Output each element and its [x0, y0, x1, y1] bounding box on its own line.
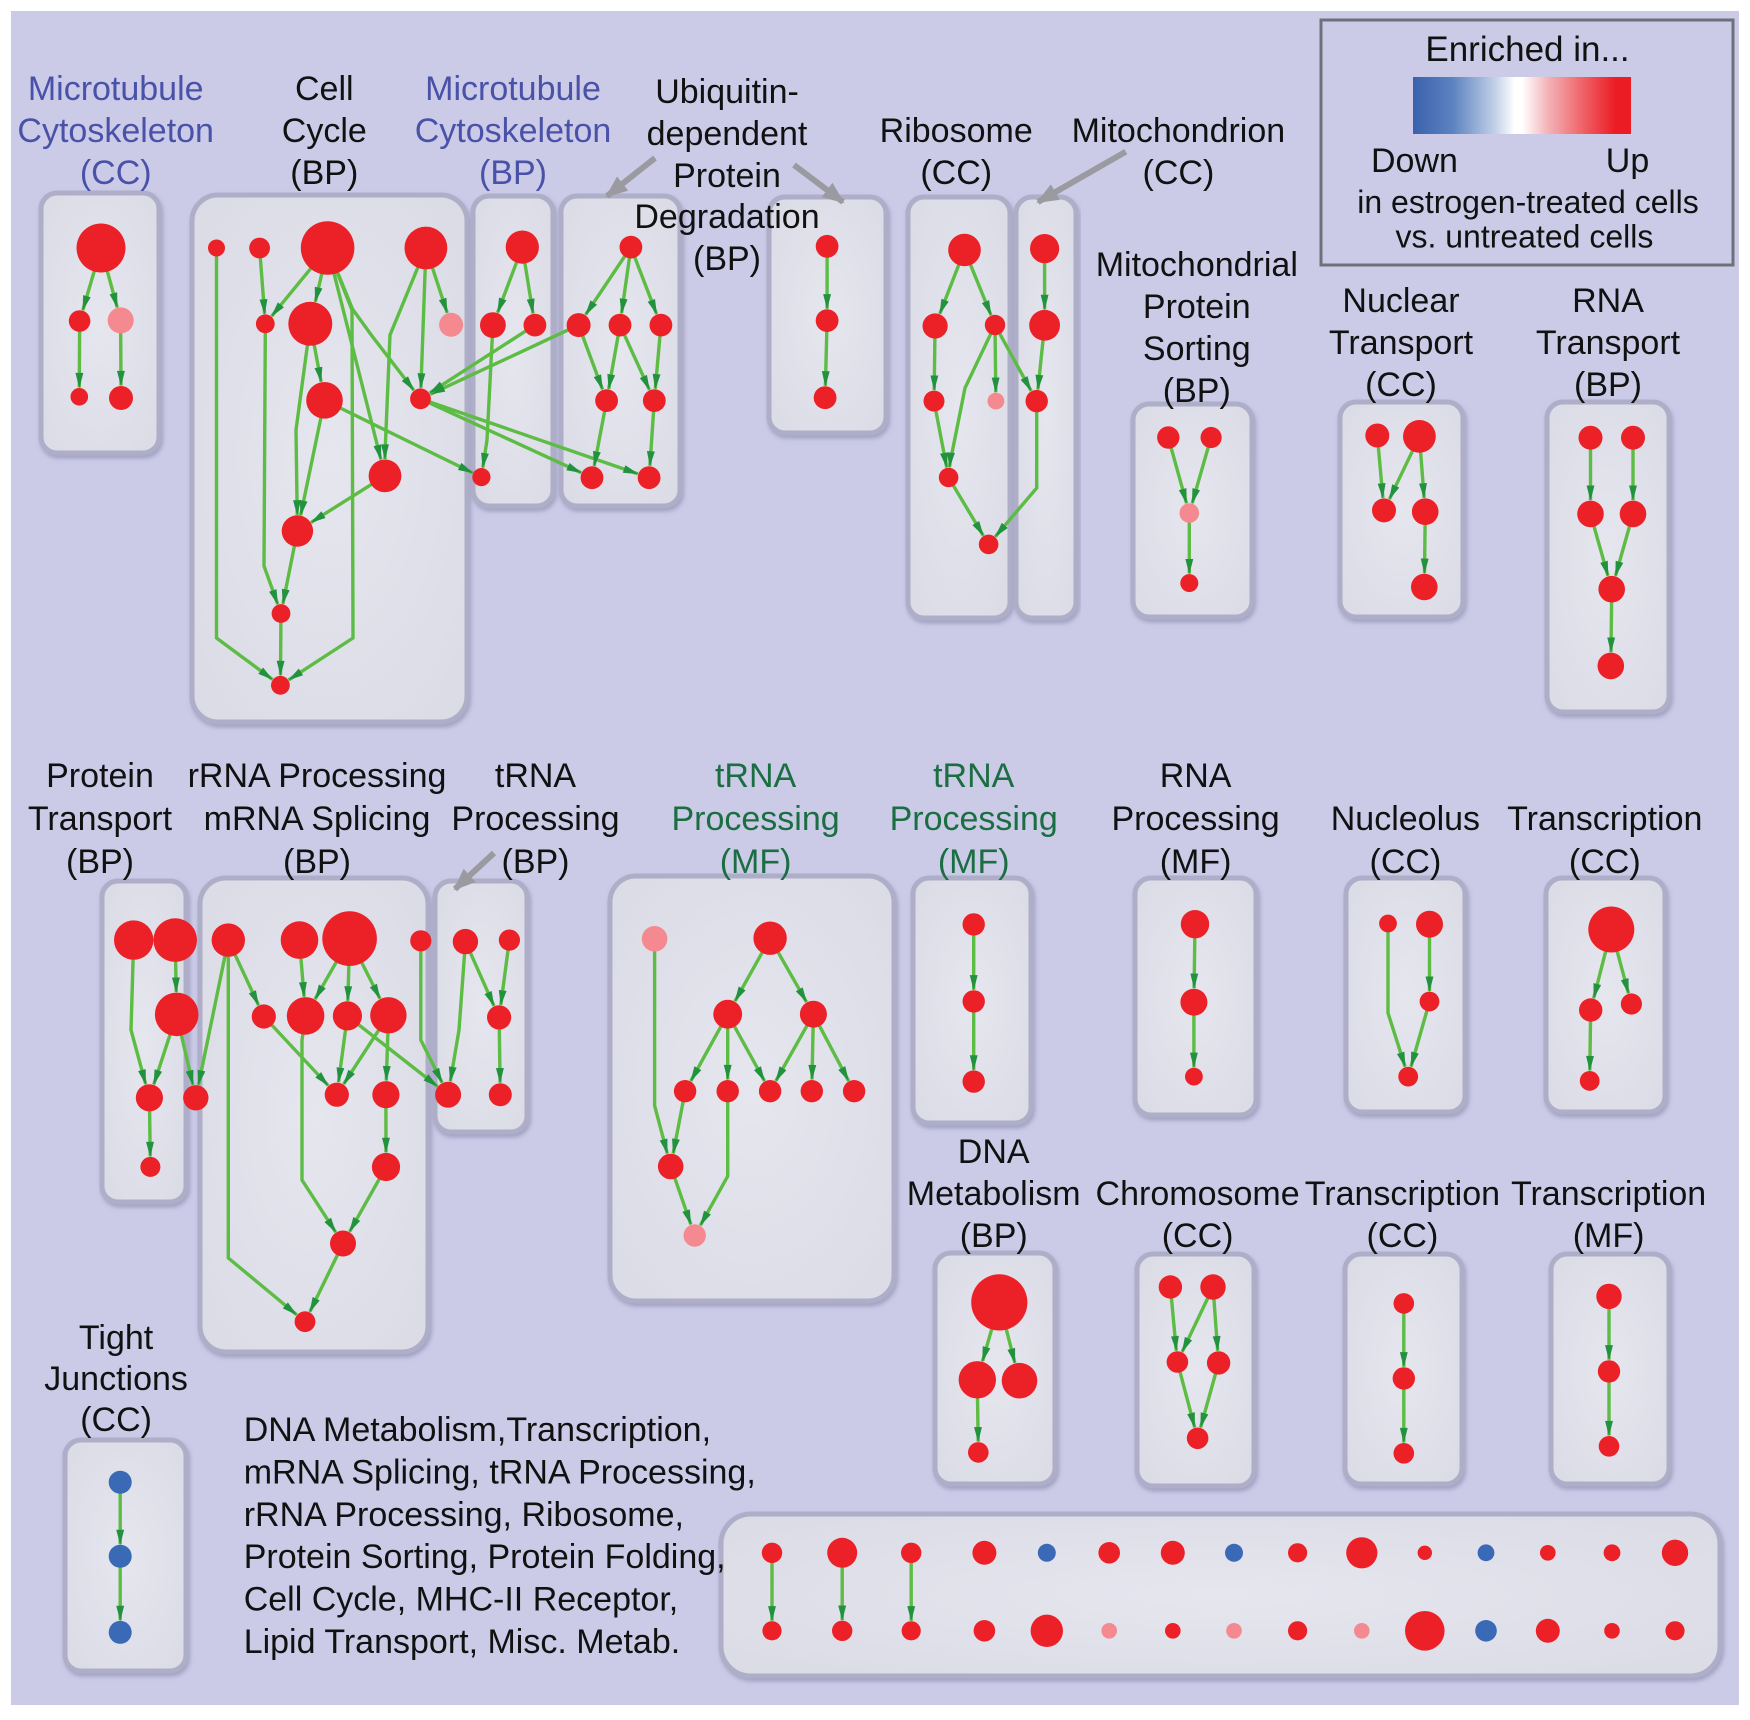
svg-text:RNA: RNA: [1572, 282, 1644, 320]
svg-text:tRNA: tRNA: [495, 757, 577, 795]
svg-text:in estrogen-treated cells: in estrogen-treated cells: [1357, 184, 1699, 220]
svg-text:Enriched in...: Enriched in...: [1425, 30, 1629, 69]
svg-text:tRNA: tRNA: [715, 757, 797, 795]
svg-text:Protein: Protein: [46, 757, 154, 795]
svg-text:Nucleolus: Nucleolus: [1331, 800, 1480, 838]
svg-text:Transport: Transport: [1329, 324, 1474, 362]
svg-text:(CC): (CC): [1162, 1217, 1234, 1255]
svg-text:Nuclear: Nuclear: [1342, 282, 1459, 320]
svg-text:(MF): (MF): [720, 843, 792, 881]
svg-text:Transport: Transport: [28, 800, 173, 838]
svg-text:(MF): (MF): [938, 843, 1010, 881]
svg-text:Processing: Processing: [451, 800, 619, 838]
svg-text:Cell Cycle, MHC-II Receptor,: Cell Cycle, MHC-II Receptor,: [244, 1581, 679, 1619]
svg-text:Ubiquitin-: Ubiquitin-: [655, 73, 799, 111]
svg-text:(CC): (CC): [80, 154, 152, 192]
svg-text:Degradation: Degradation: [634, 198, 819, 236]
svg-text:Transcription: Transcription: [1511, 1175, 1706, 1213]
svg-text:tRNA: tRNA: [933, 757, 1015, 795]
svg-text:Junctions: Junctions: [44, 1360, 188, 1398]
svg-text:(BP): (BP): [1163, 372, 1231, 410]
svg-text:Mitochondrial: Mitochondrial: [1096, 246, 1298, 284]
svg-text:Transport: Transport: [1536, 324, 1681, 362]
svg-text:Mitochondrion: Mitochondrion: [1072, 112, 1286, 150]
svg-text:(CC): (CC): [1143, 154, 1215, 192]
svg-text:Protein: Protein: [673, 157, 781, 195]
svg-text:mRNA Splicing: mRNA Splicing: [204, 800, 431, 838]
svg-text:Microtubule: Microtubule: [425, 70, 601, 108]
svg-text:DNA: DNA: [958, 1133, 1030, 1171]
svg-text:(CC): (CC): [1367, 1217, 1439, 1255]
svg-text:(CC): (CC): [920, 154, 992, 192]
svg-text:Ribosome: Ribosome: [880, 112, 1033, 150]
svg-text:Processing: Processing: [890, 800, 1058, 838]
svg-text:(MF): (MF): [1160, 843, 1232, 881]
svg-text:Cytoskeleton: Cytoskeleton: [415, 112, 612, 150]
svg-text:(CC): (CC): [1569, 843, 1641, 881]
svg-text:dependent: dependent: [647, 115, 808, 153]
svg-text:Processing: Processing: [671, 800, 839, 838]
svg-text:Cycle: Cycle: [282, 112, 367, 150]
svg-text:Down: Down: [1371, 142, 1458, 180]
svg-text:(BP): (BP): [693, 240, 761, 278]
svg-text:mRNA Splicing, tRNA Processing: mRNA Splicing, tRNA Processing,: [244, 1453, 756, 1491]
svg-text:RNA: RNA: [1160, 757, 1232, 795]
svg-text:(BP): (BP): [283, 843, 351, 881]
svg-text:(MF): (MF): [1573, 1217, 1645, 1255]
svg-text:(CC): (CC): [1370, 843, 1442, 881]
svg-text:(BP): (BP): [290, 154, 358, 192]
svg-text:Transcription: Transcription: [1305, 1175, 1500, 1213]
svg-text:(BP): (BP): [960, 1217, 1028, 1255]
svg-text:(BP): (BP): [502, 843, 570, 881]
svg-text:Processing: Processing: [1111, 800, 1279, 838]
svg-text:DNA Metabolism,Transcription,: DNA Metabolism,Transcription,: [244, 1411, 711, 1449]
svg-text:rRNA Processing, Ribosome,: rRNA Processing, Ribosome,: [244, 1496, 684, 1534]
svg-text:(BP): (BP): [1574, 366, 1642, 404]
svg-text:Tight: Tight: [79, 1319, 154, 1357]
svg-text:(CC): (CC): [80, 1401, 152, 1439]
svg-text:rRNA Processing: rRNA Processing: [188, 757, 447, 795]
svg-text:(BP): (BP): [66, 843, 134, 881]
svg-text:Transcription: Transcription: [1507, 800, 1702, 838]
svg-text:(CC): (CC): [1365, 366, 1437, 404]
svg-text:Cytoskeleton: Cytoskeleton: [17, 112, 214, 150]
svg-text:Cell: Cell: [295, 70, 354, 108]
svg-text:Metabolism: Metabolism: [907, 1175, 1081, 1213]
svg-text:Sorting: Sorting: [1143, 330, 1251, 368]
svg-text:Lipid Transport, Misc. Metab.: Lipid Transport, Misc. Metab.: [244, 1623, 681, 1661]
svg-text:Up: Up: [1606, 142, 1649, 180]
svg-text:(BP): (BP): [479, 154, 547, 192]
svg-text:vs. untreated cells: vs. untreated cells: [1395, 218, 1653, 254]
svg-text:Protein: Protein: [1143, 288, 1251, 326]
svg-text:Microtubule: Microtubule: [28, 70, 204, 108]
svg-text:Chromosome: Chromosome: [1096, 1175, 1300, 1213]
svg-text:Protein Sorting, Protein Foldi: Protein Sorting, Protein Folding,: [244, 1538, 726, 1576]
